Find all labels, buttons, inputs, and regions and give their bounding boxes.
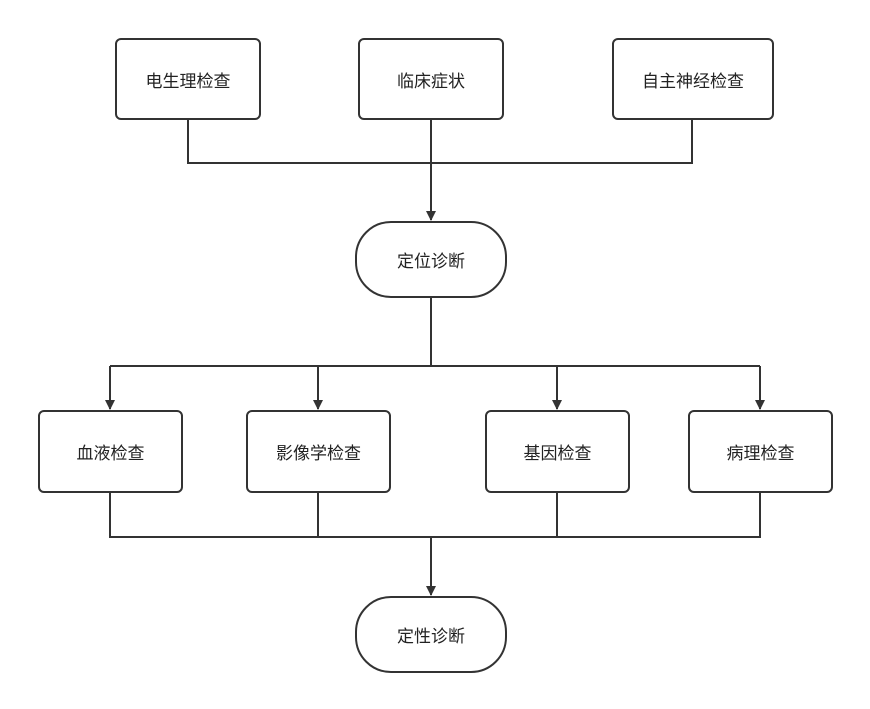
connector-electrophysiology xyxy=(187,119,431,164)
node-localization: 定位诊断 xyxy=(355,221,507,298)
node-blood: 血液检查 xyxy=(38,410,183,493)
connector-autonomic xyxy=(431,119,693,164)
node-genetic: 基因检查 xyxy=(485,410,630,493)
node-pathology: 病理检查 xyxy=(688,410,833,493)
node-qualitative: 定性诊断 xyxy=(355,596,507,673)
node-imaging: 影像学检查 xyxy=(246,410,391,493)
node-electrophysiology: 电生理检查 xyxy=(115,38,261,120)
merge-bus xyxy=(109,492,761,538)
node-autonomic: 自主神经检查 xyxy=(612,38,774,120)
node-clinical-symptoms: 临床症状 xyxy=(358,38,504,120)
